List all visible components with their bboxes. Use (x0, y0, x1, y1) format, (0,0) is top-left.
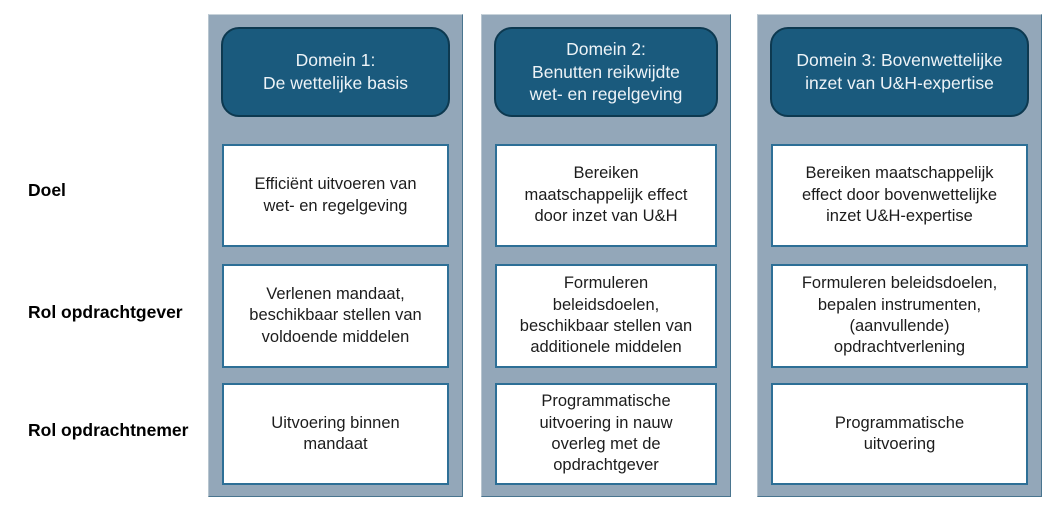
cell-domein-2-rol-opdrachtgever-text: Formuleren beleidsdoelen, beschikbaar st… (519, 274, 693, 357)
cell-domein-1-rol-opdrachtnemer: Uitvoering binnen mandaat (222, 383, 449, 485)
cell-domein-2-doel: Bereiken maatschappelijk effect door inz… (495, 144, 717, 247)
column-domein-1: Domein 1: De wettelijke basis Efficiënt … (208, 14, 463, 497)
column-domein-3-header: Domein 3: Bovenwettelijke inzet van U&H-… (770, 27, 1029, 117)
row-label-rol-opdrachtgever: Rol opdrachtgever (28, 302, 183, 322)
row-label-rol-opdrachtnemer: Rol opdrachtnemer (28, 420, 189, 440)
cell-domein-1-rol-opdrachtgever-text: Verlenen mandaat, beschikbaar stellen va… (249, 284, 422, 346)
cell-domein-1-rol-opdrachtgever: Verlenen mandaat, beschikbaar stellen va… (222, 264, 449, 368)
cell-domein-3-doel: Bereiken maatschappelijk effect door bov… (771, 144, 1028, 247)
column-domein-3-header-text: Domein 3: Bovenwettelijke inzet van U&H-… (796, 50, 1003, 93)
row-label-doel: Doel (28, 180, 66, 200)
cell-domein-3-rol-opdrachtnemer: Programmatische uitvoering (771, 383, 1028, 485)
column-domein-2-header-text: Domein 2: Benutten reikwijdte wet- en re… (529, 38, 683, 105)
cell-domein-2-rol-opdrachtgever: Formuleren beleidsdoelen, beschikbaar st… (495, 264, 717, 368)
cell-domein-1-doel-text: Efficiënt uitvoeren van wet- en regelgev… (254, 175, 417, 215)
cell-domein-3-rol-opdrachtgever-text: Formuleren beleidsdoelen, bepalen instru… (801, 274, 998, 357)
cell-domein-2-doel-text: Bereiken maatschappelijk effect door inz… (524, 164, 688, 226)
cell-domein-1-doel: Efficiënt uitvoeren van wet- en regelgev… (222, 144, 449, 247)
cell-domein-3-rol-opdrachtgever: Formuleren beleidsdoelen, bepalen instru… (771, 264, 1028, 368)
column-domein-1-header: Domein 1: De wettelijke basis (221, 27, 450, 117)
column-domein-2-header: Domein 2: Benutten reikwijdte wet- en re… (494, 27, 718, 117)
column-domein-1-header-text: Domein 1: De wettelijke basis (263, 50, 408, 93)
cell-domein-3-doel-text: Bereiken maatschappelijk effect door bov… (801, 164, 998, 226)
cell-domein-1-rol-opdrachtnemer-text: Uitvoering binnen mandaat (271, 413, 400, 453)
cell-domein-2-rol-opdrachtnemer: Programmatische uitvoering in nauw overl… (495, 383, 717, 485)
cell-domein-3-rol-opdrachtnemer-text: Programmatische uitvoering (834, 413, 965, 453)
cell-domein-2-rol-opdrachtnemer-text: Programmatische uitvoering in nauw overl… (539, 392, 673, 475)
column-domein-2: Domein 2: Benutten reikwijdte wet- en re… (481, 14, 731, 497)
column-domein-3: Domein 3: Bovenwettelijke inzet van U&H-… (757, 14, 1042, 497)
